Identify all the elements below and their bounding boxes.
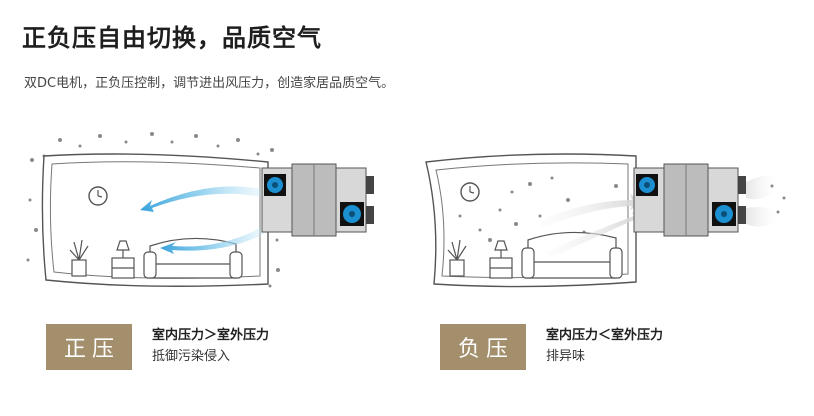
page-subtitle: 双DC电机，正负压控制，调节进出风压力，创造家居品质空气。 [24,76,395,91]
negative-pressure-badge: 负压 [440,324,526,370]
negative-pressure-description: 室内压力＜室外压力 排异味 [546,326,663,368]
negative-pressure-mode: 负压 室内压力＜室外压力 排异味 [440,324,663,370]
dust-particles-icon [26,132,280,288]
page-title: 正负压自由切换，品质空气 [22,24,322,52]
clock-icon [88,186,108,206]
negative-pressure-illustration [425,153,786,288]
positive-pressure-badge: 正压 [46,324,132,370]
pressure-effect: 排异味 [546,349,586,364]
pressure-relation: 室内压力＜室外压力 [546,328,664,343]
airflow-arrow-icon [540,194,644,258]
pressure-relation: 室内压力＞室外压力 [152,328,270,343]
ventilation-unit-icon [261,163,374,237]
airflow-arrow-icon [140,186,268,254]
clock-icon [460,182,480,202]
plant-icon [69,239,89,277]
positive-pressure-description: 室内压力＞室外压力 抵御污染侵入 [152,326,269,368]
sofa-icon [521,231,623,279]
positive-pressure-illustration [26,132,374,288]
positive-pressure-mode: 正压 室内压力＞室外压力 抵御污染侵入 [46,324,269,370]
lamp-icon [489,240,513,279]
lamp-icon [111,240,135,279]
ventilation-unit-icon [633,163,746,237]
plant-icon [447,239,467,277]
exhaust-airflow [746,175,786,227]
pressure-effect: 抵御污染侵入 [152,349,231,364]
